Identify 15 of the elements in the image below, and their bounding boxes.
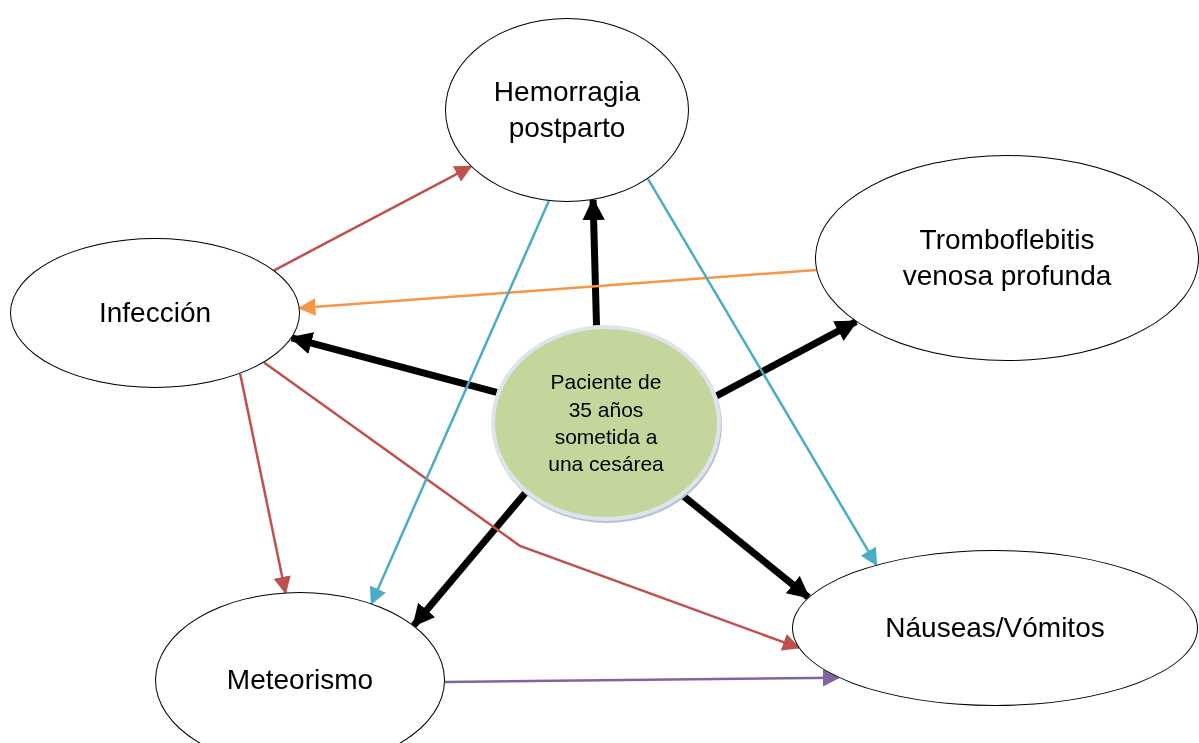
node-label: Meteorismo [226, 662, 374, 697]
arrow [263, 361, 801, 651]
node-label: Tromboflebitis venosa profunda [901, 222, 1113, 293]
arrow [646, 178, 878, 567]
arrow [714, 318, 859, 399]
arrow [289, 332, 498, 396]
arrow [297, 268, 817, 316]
node-label: Infección [98, 295, 212, 330]
node-label: Náuseas/Vómitos [885, 610, 1105, 645]
node-label: Hemorragia postparto [492, 74, 642, 145]
arrow [444, 669, 841, 687]
arrow [369, 200, 550, 606]
arrow [582, 197, 605, 326]
arrow [273, 165, 473, 272]
node-label: Paciente de 35 años sometida a una cesárea [547, 369, 665, 478]
